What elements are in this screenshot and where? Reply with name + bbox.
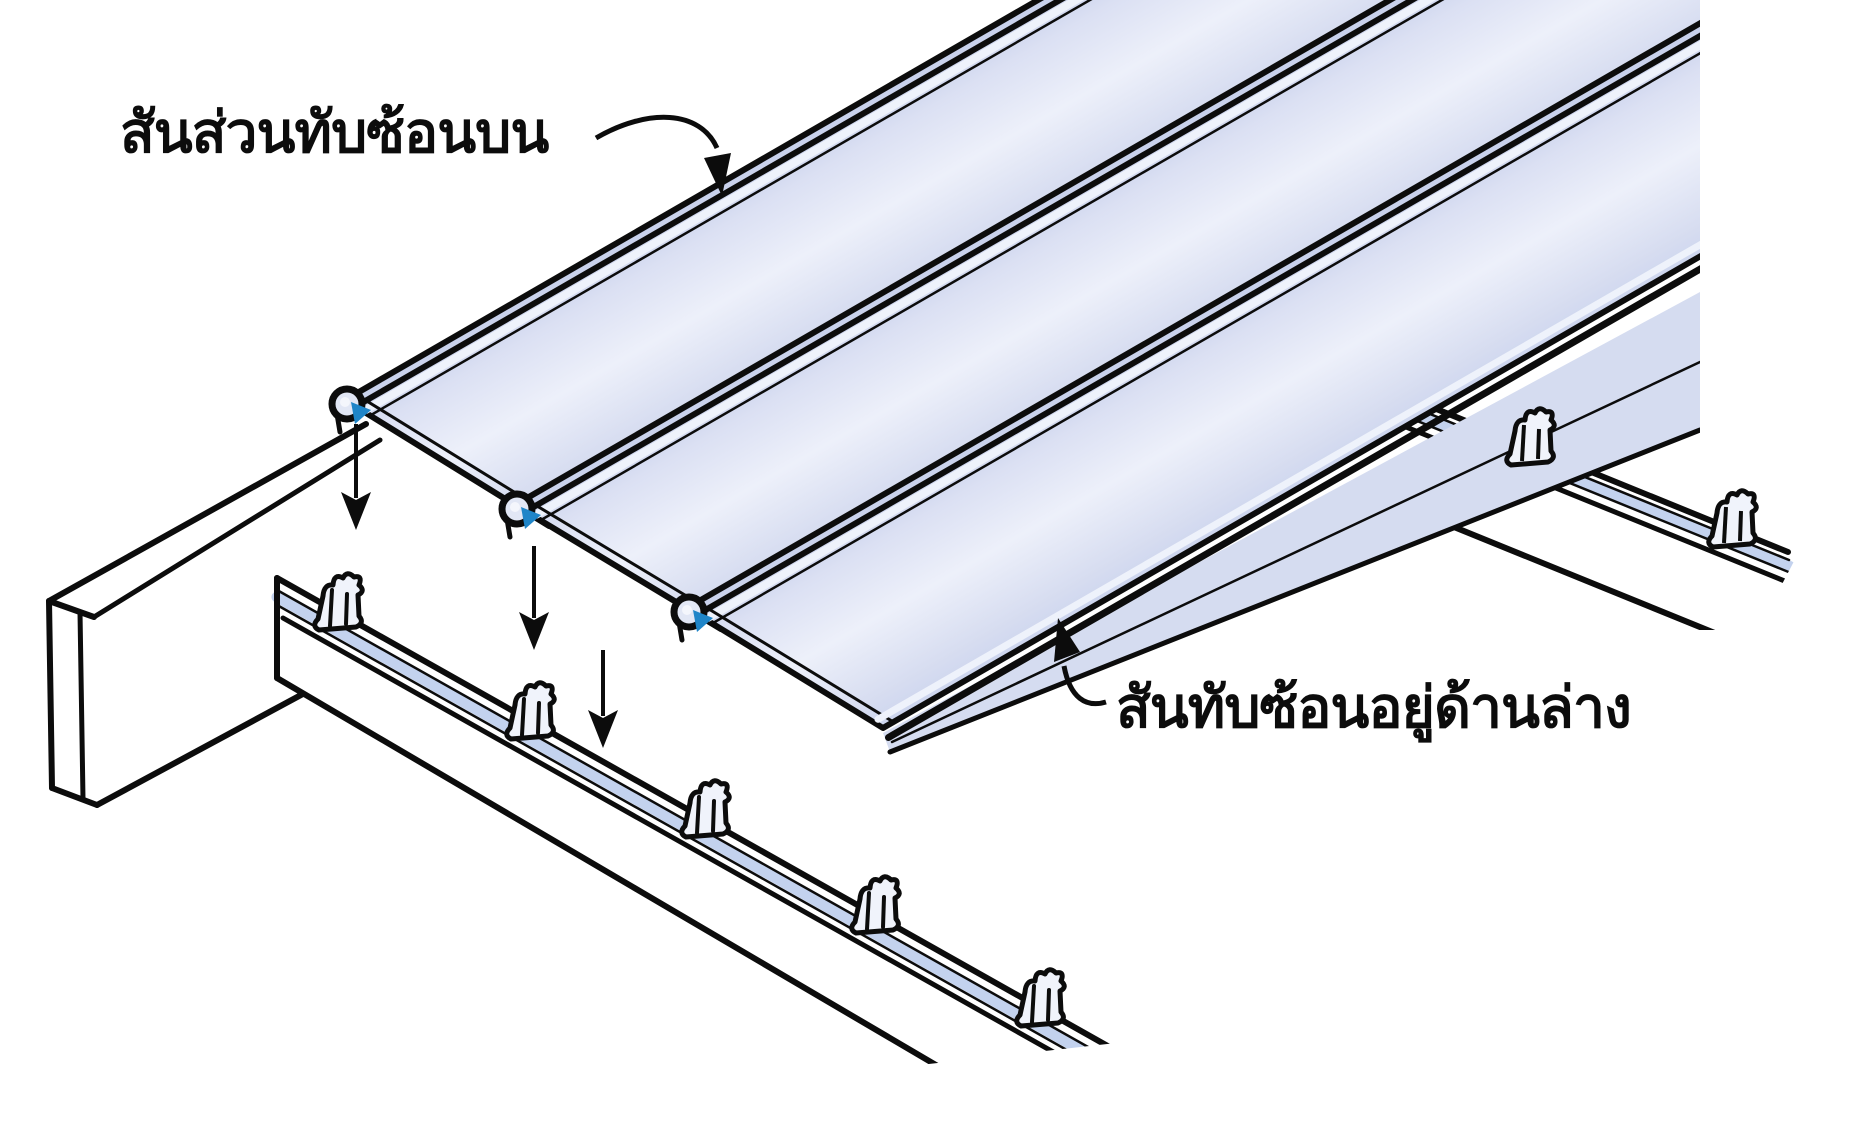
annotation-top: สันส่วนทับซ้อนบน: [120, 100, 731, 196]
fascia-board: [46, 421, 383, 808]
placement-arrow-icon: [588, 650, 618, 748]
annotation-bottom: สันทับซ้อนอยู่ด้านล่าง: [1054, 618, 1632, 743]
placement-arrow-icon: [519, 546, 549, 650]
placement-arrow-icon: [341, 424, 371, 530]
seam-clip-icon: [852, 877, 900, 933]
seam-clip-icon: [682, 781, 730, 837]
seam-clip-icon: [1017, 970, 1065, 1026]
underlap-apron: [883, 292, 1700, 752]
leader-arrow-icon: [594, 114, 731, 196]
roof-panel-3: [674, 0, 1700, 755]
seam-clip-icon: [1709, 491, 1757, 547]
seam-clip-icon: [507, 683, 555, 739]
roof-sheet-stack: [332, 0, 1700, 755]
roof-panel-2: [502, 0, 1700, 632]
placement-arrows: [341, 424, 618, 748]
leader-arrow-icon: [1054, 618, 1107, 707]
label-top-overlap: สันส่วนทับซ้อนบน: [120, 100, 549, 166]
front-batten: [271, 574, 1122, 1128]
label-bottom-overlap: สันทับซ้อนอยู่ด้านล่าง: [1116, 675, 1631, 743]
